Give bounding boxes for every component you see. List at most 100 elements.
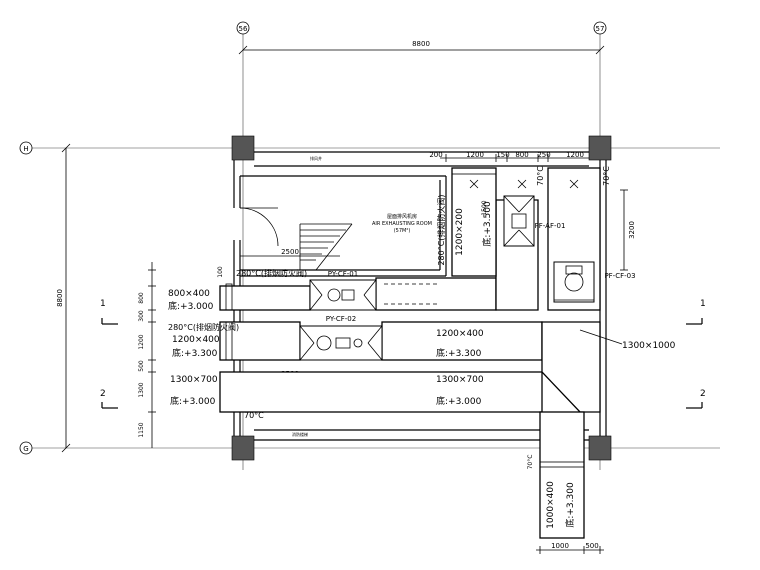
dim-left-seg-1: 100 bbox=[217, 266, 224, 278]
duct-3-elev: 底:+3.000 bbox=[170, 395, 216, 407]
lower-duct-elev: 底:+3.000 bbox=[436, 395, 482, 407]
column-top-left bbox=[231, 135, 255, 161]
left-overall-dimension: 8800 bbox=[56, 143, 71, 453]
grid-label-row-bottom: G bbox=[23, 445, 28, 453]
fan-pf-cf-03 bbox=[553, 261, 595, 303]
top-segment-dimensions: 200 1200 150 800 250 1200 bbox=[429, 151, 610, 162]
section-2-right-label: 2 bbox=[700, 389, 706, 399]
dim-top-seg-2: 1200 bbox=[466, 151, 484, 159]
dim-left-seg-6: 1300 bbox=[138, 382, 145, 397]
right-duct-size: 1300×1000 bbox=[622, 341, 676, 351]
duct-3-size: 1300×700 bbox=[170, 375, 218, 385]
damper-70-top: 70°C bbox=[536, 166, 545, 186]
dim-top-seg-1: 200 bbox=[429, 151, 442, 159]
dim-left-seg-5: 500 bbox=[138, 360, 145, 372]
main-duct-elev: 底:+3.300 bbox=[436, 347, 482, 359]
duct-2-size: 1200×400 bbox=[172, 335, 220, 345]
top-overall-dimension: 8800 bbox=[238, 40, 605, 55]
section-marker-2-left: 2 bbox=[100, 389, 118, 409]
room-name-en: AIR EXHAUSTING ROOM bbox=[372, 221, 432, 227]
duct-riser-1200x200 bbox=[451, 167, 497, 277]
lower-duct-size: 1300×700 bbox=[436, 375, 484, 385]
grid-bubble-row-top: H bbox=[19, 141, 33, 155]
dim-bottom-500: 500 bbox=[585, 542, 598, 550]
dim-top-seg-3: 150 bbox=[496, 151, 509, 159]
fan-label-py-cf-01: PY-CF-01 bbox=[328, 270, 358, 278]
column-bottom-left bbox=[231, 435, 255, 461]
duct-1300x700 bbox=[219, 371, 543, 413]
duct-800x400 bbox=[219, 285, 311, 311]
door-swing-room bbox=[239, 207, 279, 247]
dim-top-span: 8800 bbox=[412, 40, 430, 48]
section-2-left-label: 2 bbox=[100, 389, 106, 399]
damper-280-a: 280°C(排烟防火阀) bbox=[236, 268, 307, 278]
dim-left-seg-2: 800 bbox=[138, 292, 145, 304]
damper-280-a-symbol bbox=[225, 283, 233, 311]
grid-label-row-top: H bbox=[23, 145, 28, 153]
duct-1300x1000 bbox=[541, 321, 601, 413]
grid-label-col-right: 57 bbox=[596, 25, 605, 33]
bottom-duct-elev: 底:+3.300 bbox=[564, 482, 576, 528]
duct-upper-run bbox=[375, 277, 497, 311]
damper-280-b-symbol bbox=[225, 321, 233, 361]
column-top-right bbox=[588, 135, 612, 161]
section-1-left-label: 1 bbox=[100, 299, 106, 309]
fan-py-cf-02 bbox=[299, 325, 383, 361]
duct-2-elev: 底:+3.300 bbox=[172, 347, 218, 359]
section-1-right-label: 1 bbox=[700, 299, 706, 309]
dim-bottom-1000: 1000 bbox=[551, 542, 569, 550]
damper-70-bottom: 70°C bbox=[527, 455, 534, 470]
grid-bubble-col-left: 56 bbox=[236, 21, 250, 35]
section-marker-2-right: 2 bbox=[686, 389, 706, 409]
duct-1200x400-left bbox=[219, 321, 301, 361]
dim-left-seg-3: 300 bbox=[138, 310, 145, 322]
room-area: (57M²) bbox=[394, 228, 411, 234]
dim-top-seg-4: 800 bbox=[515, 151, 528, 159]
duct-1-elev: 底:+3.000 bbox=[168, 300, 214, 312]
column-bottom-right bbox=[588, 435, 612, 461]
duct-1200x400-main bbox=[381, 321, 543, 361]
dim-left-span: 8800 bbox=[56, 289, 64, 307]
riser-duct-size: 1200×200 bbox=[455, 208, 465, 256]
bottom-segment-dimensions: 1000 500 bbox=[536, 542, 604, 554]
dim-left-seg-4: 1200 bbox=[138, 334, 145, 349]
room-name-cn: 屋面排风机房 bbox=[387, 213, 417, 220]
damper-70-bottom-symbol bbox=[539, 461, 585, 468]
dim-right-3200: 3200 bbox=[628, 221, 636, 239]
dim-top-seg-5: 250 bbox=[537, 151, 550, 159]
fan-label-pf-cf-03: PF-CF-03 bbox=[604, 272, 635, 280]
grid-bubble-col-right: 57 bbox=[593, 21, 607, 35]
dim-top-seg-6: 1200 bbox=[566, 151, 584, 159]
room-width-dimension: 2500 bbox=[240, 248, 340, 257]
duct-1000x400 bbox=[539, 411, 585, 539]
room-top-label: 排风井 bbox=[310, 155, 322, 161]
grid-bubble-row-bottom: G bbox=[19, 441, 33, 455]
fan-label-pf-af-01: PF-AF-01 bbox=[535, 222, 566, 230]
fan-label-py-cf-02: PY-CF-02 bbox=[326, 315, 356, 323]
leader-1300x1000 bbox=[579, 329, 623, 345]
right-vertical-dimension: 3200 bbox=[620, 189, 636, 271]
dim-room-width: 2500 bbox=[281, 248, 299, 256]
duct-cross-marks bbox=[469, 179, 579, 189]
grid-label-col-left: 56 bbox=[239, 25, 248, 33]
section-marker-1-left: 1 bbox=[100, 299, 118, 325]
main-duct-size: 1200×400 bbox=[436, 329, 484, 339]
duct-1-size: 800×400 bbox=[168, 289, 210, 299]
riser-duct-elev: 底:+3.500 bbox=[481, 201, 493, 247]
bottom-duct-size: 1000×400 bbox=[546, 481, 556, 529]
damper-280-c: 280°C(排烟防火阀) bbox=[436, 194, 446, 265]
left-segment-dimensions: 100 800 300 1200 500 1300 1150 bbox=[138, 262, 224, 448]
fan-py-cf-01 bbox=[309, 279, 377, 311]
room-bottom-label: 消防楼梯 bbox=[292, 431, 308, 437]
dim-riser-1500: 1500 bbox=[481, 200, 488, 215]
damper-70-right: 70°C bbox=[602, 166, 611, 186]
dim-left-seg-7: 1150 bbox=[138, 422, 145, 437]
stair-symbol bbox=[299, 223, 353, 271]
damper-70-left: 70°C bbox=[244, 411, 264, 420]
damper-280-b: 280°C(排烟防火阀) bbox=[168, 322, 239, 332]
section-marker-1-right: 1 bbox=[686, 299, 706, 325]
damper-280-c-symbol bbox=[451, 167, 497, 175]
fan-pf-af-01 bbox=[503, 195, 535, 247]
